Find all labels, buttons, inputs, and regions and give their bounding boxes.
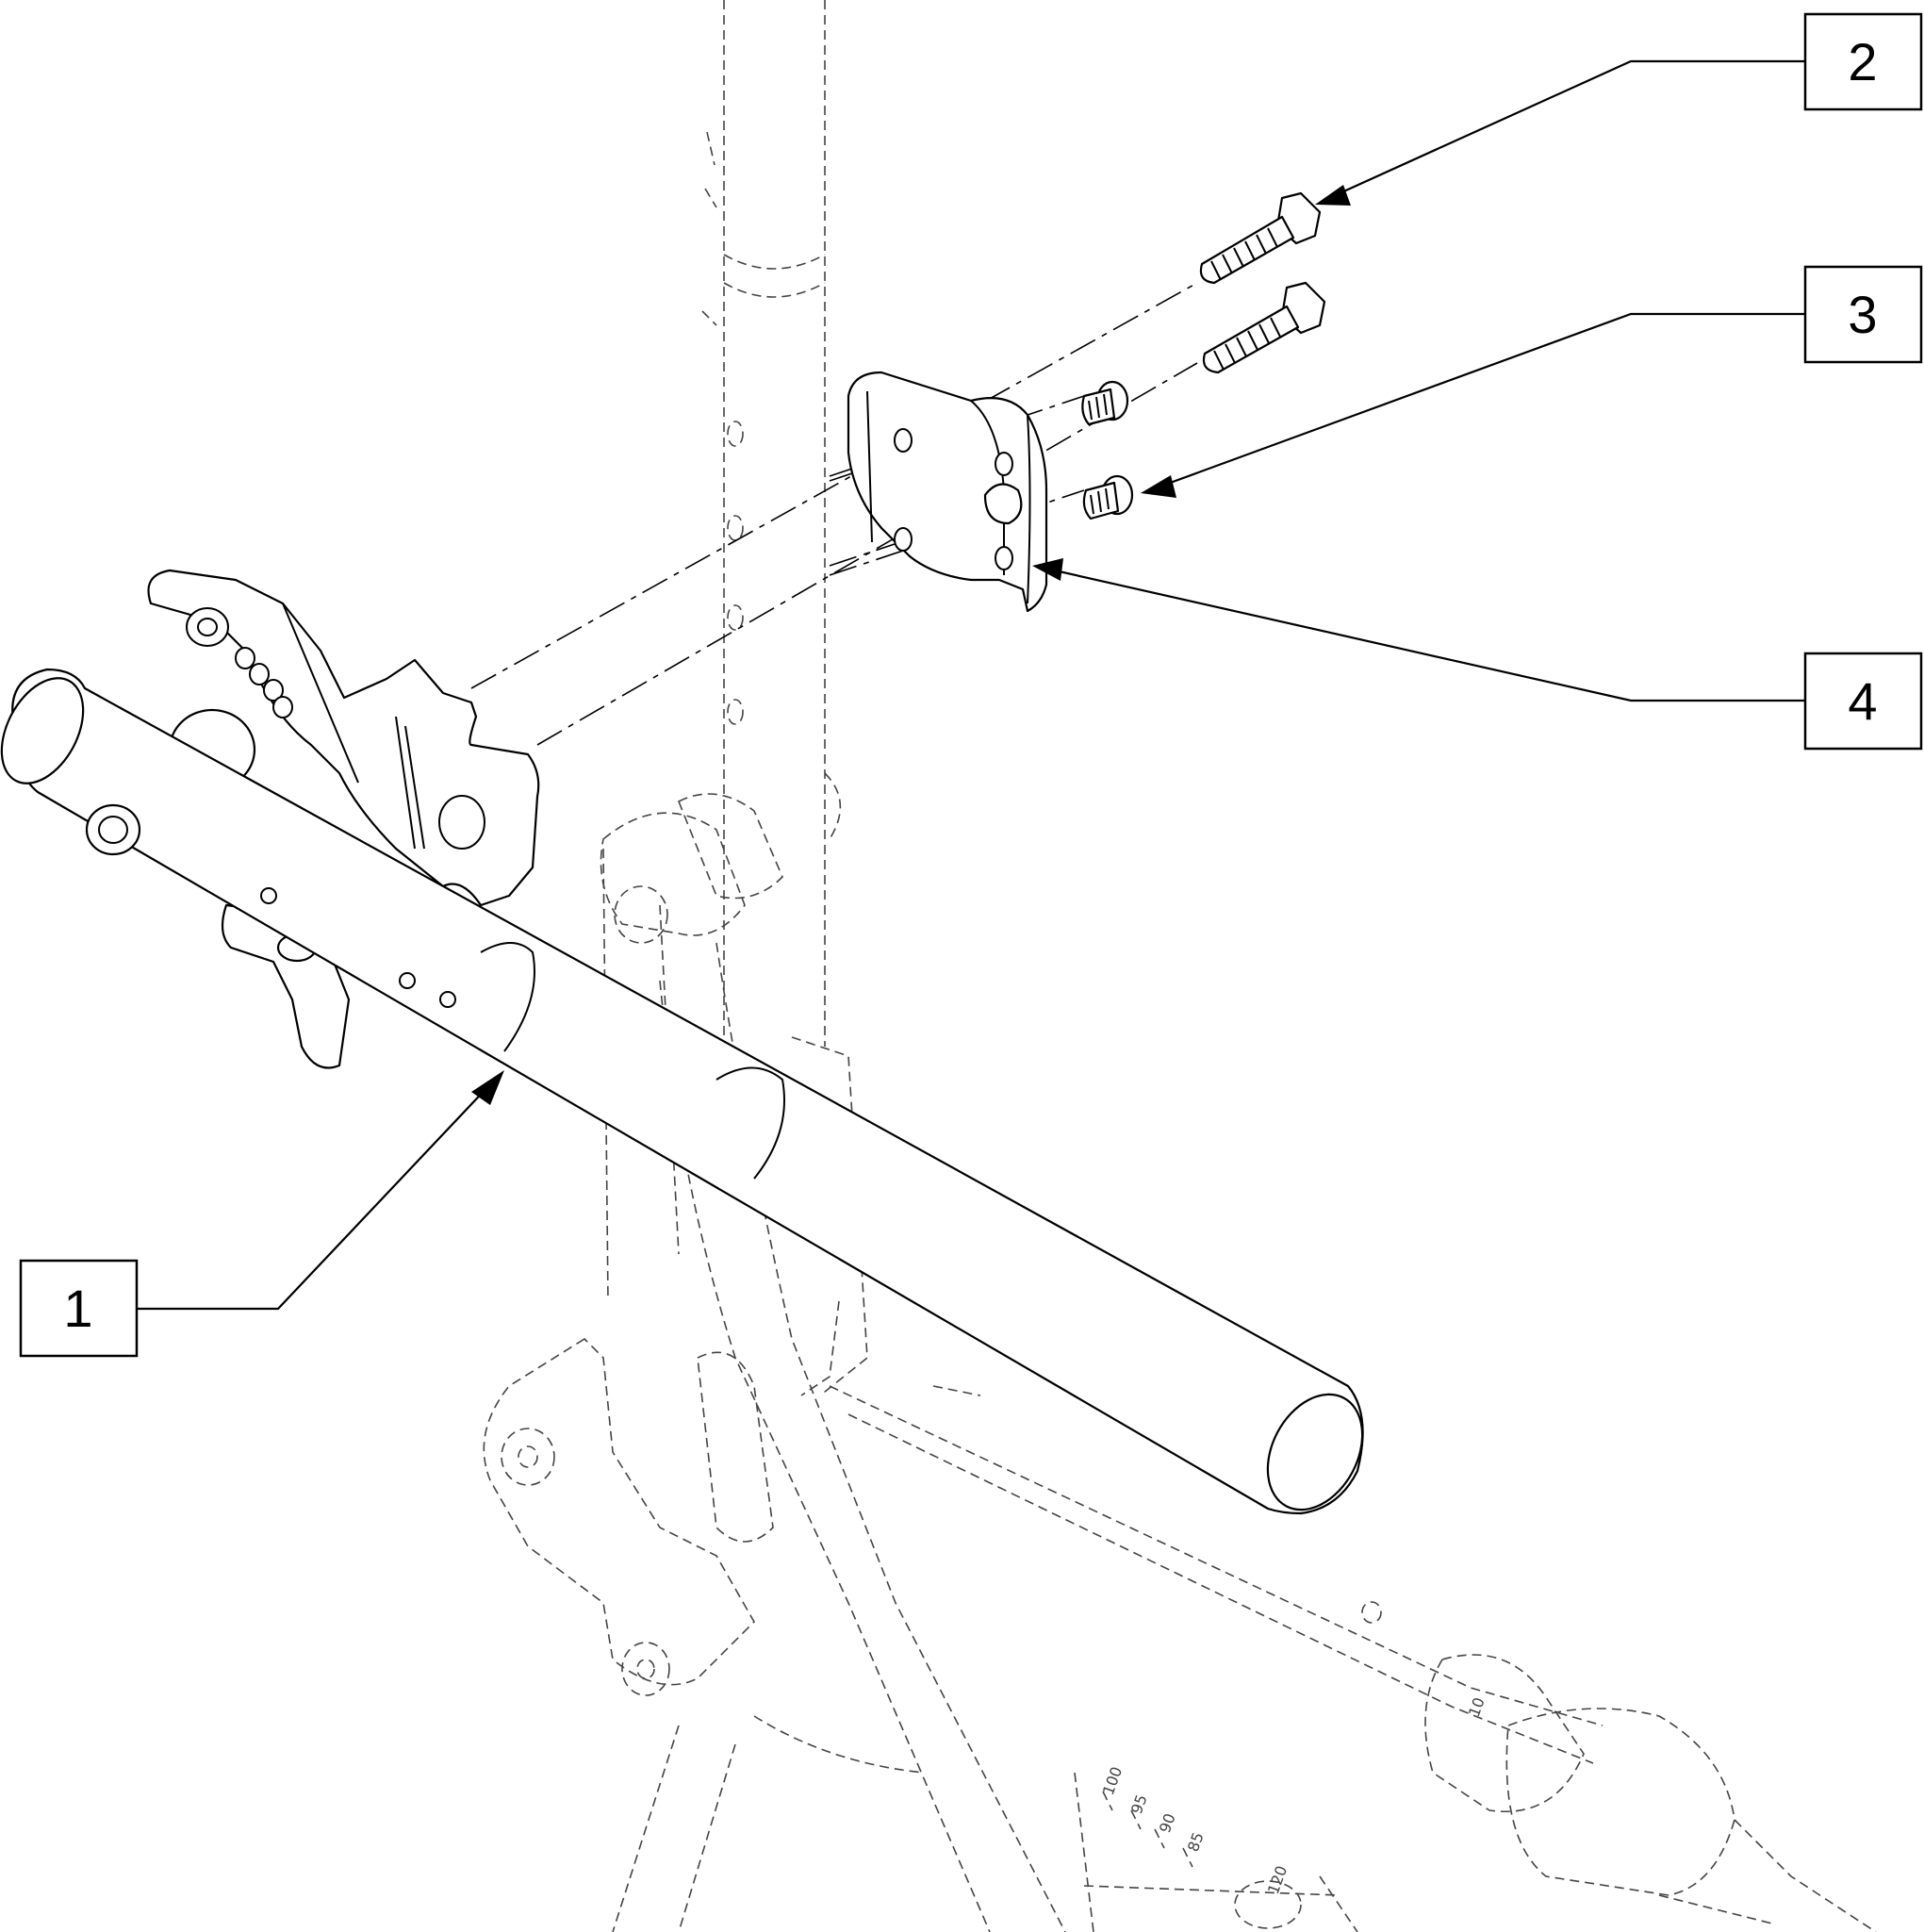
frame-scale-markings: 100 95 90 85 120 10: [1099, 1695, 1488, 1897]
leader-2-arrowhead: [1315, 185, 1351, 206]
leader-3-arrowhead: [1141, 475, 1176, 498]
hex-bolt-upper: [1199, 191, 1322, 285]
leader-4: [1045, 567, 1805, 702]
leader-4-arrowhead: [1032, 558, 1063, 581]
scale-mark-95: 95: [1127, 1792, 1151, 1817]
leader-2: [1328, 59, 1805, 200]
scale-mark-85: 85: [1184, 1830, 1208, 1855]
armrest-assembly: [0, 569, 1364, 1515]
callout-1-number: 1: [63, 1279, 92, 1338]
callout-4: 4: [1803, 652, 1923, 751]
mounting-bracket: [847, 371, 1048, 613]
callout-3-number: 3: [1848, 285, 1877, 344]
button-screw-lower: [1082, 474, 1134, 520]
leader-1: [137, 1083, 491, 1311]
scale-mark-90: 90: [1156, 1811, 1179, 1836]
frame-tag-10: 10: [1465, 1695, 1488, 1720]
scale-mark-100: 100: [1099, 1764, 1126, 1797]
callout-4-number: 4: [1848, 671, 1877, 731]
wheelchair-frame-ghost: [483, 0, 1877, 1932]
armrest-tube: [11, 668, 1364, 1515]
callout-2: 2: [1803, 12, 1923, 111]
leader-1-arrowhead: [471, 1070, 504, 1105]
callout-leaders: [137, 59, 1805, 1311]
leader-3: [1154, 312, 1805, 490]
callout-3: 3: [1803, 265, 1923, 364]
button-head-screws: [1081, 380, 1134, 520]
callout-2-number: 2: [1848, 32, 1877, 91]
scale-mark-120: 120: [1264, 1863, 1291, 1896]
hex-bolts: [1199, 191, 1326, 374]
hex-bolt-lower: [1202, 281, 1326, 374]
callout-1: 1: [19, 1259, 139, 1358]
button-screw-upper: [1081, 380, 1129, 426]
